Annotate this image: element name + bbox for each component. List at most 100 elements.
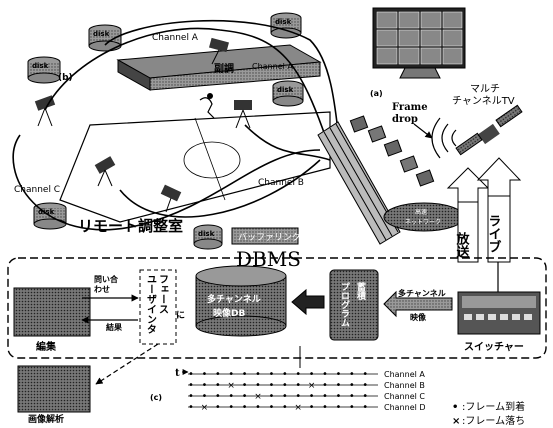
- storage-label-line1: 蓄積: [355, 281, 367, 301]
- cable-bundle: [318, 122, 400, 244]
- player-icon: [200, 98, 214, 118]
- frame-arrival-mark: •: [282, 369, 288, 380]
- satellite-icon: [456, 105, 522, 154]
- frame-arrival-mark: •: [188, 402, 194, 413]
- disk-label: disk: [32, 62, 49, 70]
- frame-arrival-mark: •: [349, 369, 355, 380]
- frame-arrival-mark: •: [322, 380, 328, 391]
- legend-arrival-symbol: •: [452, 402, 458, 413]
- channel-a-label: Channel A: [152, 33, 199, 43]
- broadcast-label: 放送: [454, 231, 471, 259]
- disk-label: disk: [277, 86, 294, 94]
- frame-arrival-mark: •: [201, 391, 207, 402]
- switcher-device: [458, 292, 540, 334]
- frame-timeline: t ••••••••••••••Channel A•••×•••••×••••C…: [175, 368, 426, 413]
- channel-a-sub-label: Channel A: [252, 62, 293, 71]
- sub-room-label: 副調: [214, 62, 234, 75]
- image-analysis-thumbnail: [18, 366, 90, 412]
- frame-arrival-mark: •: [268, 380, 274, 391]
- frame-arrival-mark: •: [362, 402, 368, 413]
- frame-arrival-mark: •: [242, 402, 248, 413]
- legend-arrival-text: :フレーム到着: [462, 400, 525, 413]
- disk-label: disk: [275, 18, 292, 26]
- frame-drop-mark: ×: [227, 381, 235, 391]
- frame-arrival-mark: •: [322, 369, 328, 380]
- frame-arrival-mark: •: [215, 402, 221, 413]
- storage-program-box: [330, 270, 378, 340]
- studio-floor: [60, 93, 330, 222]
- frame-arrival-mark: •: [188, 391, 194, 402]
- multi-channel-tv: [373, 8, 465, 78]
- query-label-line1: 問い合: [94, 274, 119, 284]
- frame-drop-mark: ×: [201, 403, 209, 413]
- multi-tv-label-line1: マルチ: [470, 83, 500, 95]
- network-label-line2: ネットワーク: [405, 219, 441, 226]
- frame-arrival-mark: •: [228, 391, 234, 402]
- frame-arrival-mark: •: [282, 391, 288, 402]
- db-label-line1: 多チャンネル: [207, 293, 261, 305]
- camera-icon: [35, 95, 55, 126]
- timeline-t-label: t: [175, 368, 180, 379]
- frame-arrival-mark: •: [242, 369, 248, 380]
- frame-arrival-mark: •: [242, 391, 248, 402]
- frame-arrival-mark: •: [335, 369, 341, 380]
- frame-arrival-mark: •: [295, 391, 301, 402]
- switcher-label: スイッチャー: [464, 341, 524, 353]
- ui-label-line1: ユーザインタ: [145, 274, 157, 334]
- frame-arrival-mark: •: [335, 391, 341, 402]
- video-label-line2: 映像: [410, 312, 427, 322]
- timeline-row-label: Channel B: [384, 381, 425, 390]
- frame-arrival-mark: •: [335, 380, 341, 391]
- edit-label: 編集: [36, 340, 57, 353]
- disk-icon: [28, 57, 60, 83]
- ui-label-line2: フェース: [157, 274, 169, 314]
- panel-label-a: (a): [370, 89, 383, 98]
- panel-label-c: (c): [150, 393, 162, 402]
- db-label-line2: 映像DB: [213, 307, 245, 319]
- frame-arrival-mark: •: [188, 369, 194, 380]
- network-label-line1: 高速: [415, 208, 427, 216]
- frame-drop-label-line2: drop: [392, 114, 418, 125]
- frame-arrival-mark: •: [349, 391, 355, 402]
- video-label-line1: 多チャンネル: [398, 288, 446, 298]
- edit-thumbnail: [14, 288, 90, 336]
- frame-arrival-mark: •: [228, 402, 234, 413]
- frame-drop-mark: ×: [294, 403, 302, 413]
- frame-drop-label-line1: Frame: [392, 102, 428, 113]
- legend: • :フレーム到着 × :フレーム落ち: [452, 400, 525, 427]
- frame-arrival-mark: •: [268, 402, 274, 413]
- frame-arrival-mark: •: [242, 380, 248, 391]
- frame-arrival-mark: •: [268, 369, 274, 380]
- frame-arrival-mark: •: [215, 369, 221, 380]
- frame-arrival-mark: •: [255, 380, 261, 391]
- frame-arrival-mark: •: [295, 369, 301, 380]
- frame-arrival-mark: •: [282, 380, 288, 391]
- frame-arrival-mark: •: [349, 402, 355, 413]
- timeline-row-label: Channel D: [384, 403, 426, 412]
- frame-arrival-mark: •: [362, 380, 368, 391]
- storage-label-line2: プログラム: [339, 281, 350, 327]
- network-cloud: [384, 203, 464, 231]
- frame-drop-mark: ×: [308, 381, 316, 391]
- frame-arrival-mark: •: [309, 369, 315, 380]
- ui-suffix: に: [176, 310, 185, 321]
- live-label: ライブ: [486, 214, 502, 253]
- result-label: 結果: [106, 322, 122, 332]
- frame-arrival-mark: •: [201, 380, 207, 391]
- buffering-label: バッファリング: [238, 231, 301, 243]
- radio-waves-icon: [432, 118, 456, 158]
- disk-label: disk: [198, 230, 215, 238]
- frame-arrival-mark: •: [255, 402, 261, 413]
- timeline-row-label: Channel C: [384, 392, 425, 401]
- disk-label: disk: [93, 30, 110, 38]
- frame-arrival-mark: •: [255, 369, 261, 380]
- frame-arrival-mark: •: [362, 391, 368, 402]
- query-label-line2: わせ: [94, 285, 110, 294]
- frame-arrival-mark: •: [215, 380, 221, 391]
- legend-drop-symbol: ×: [452, 416, 460, 427]
- frame-drop-mark: ×: [254, 392, 262, 402]
- multi-tv-label-line2: チャンネルTV: [452, 95, 515, 107]
- channel-b-label: Channel B: [258, 178, 304, 188]
- frame-arrival-mark: •: [335, 402, 341, 413]
